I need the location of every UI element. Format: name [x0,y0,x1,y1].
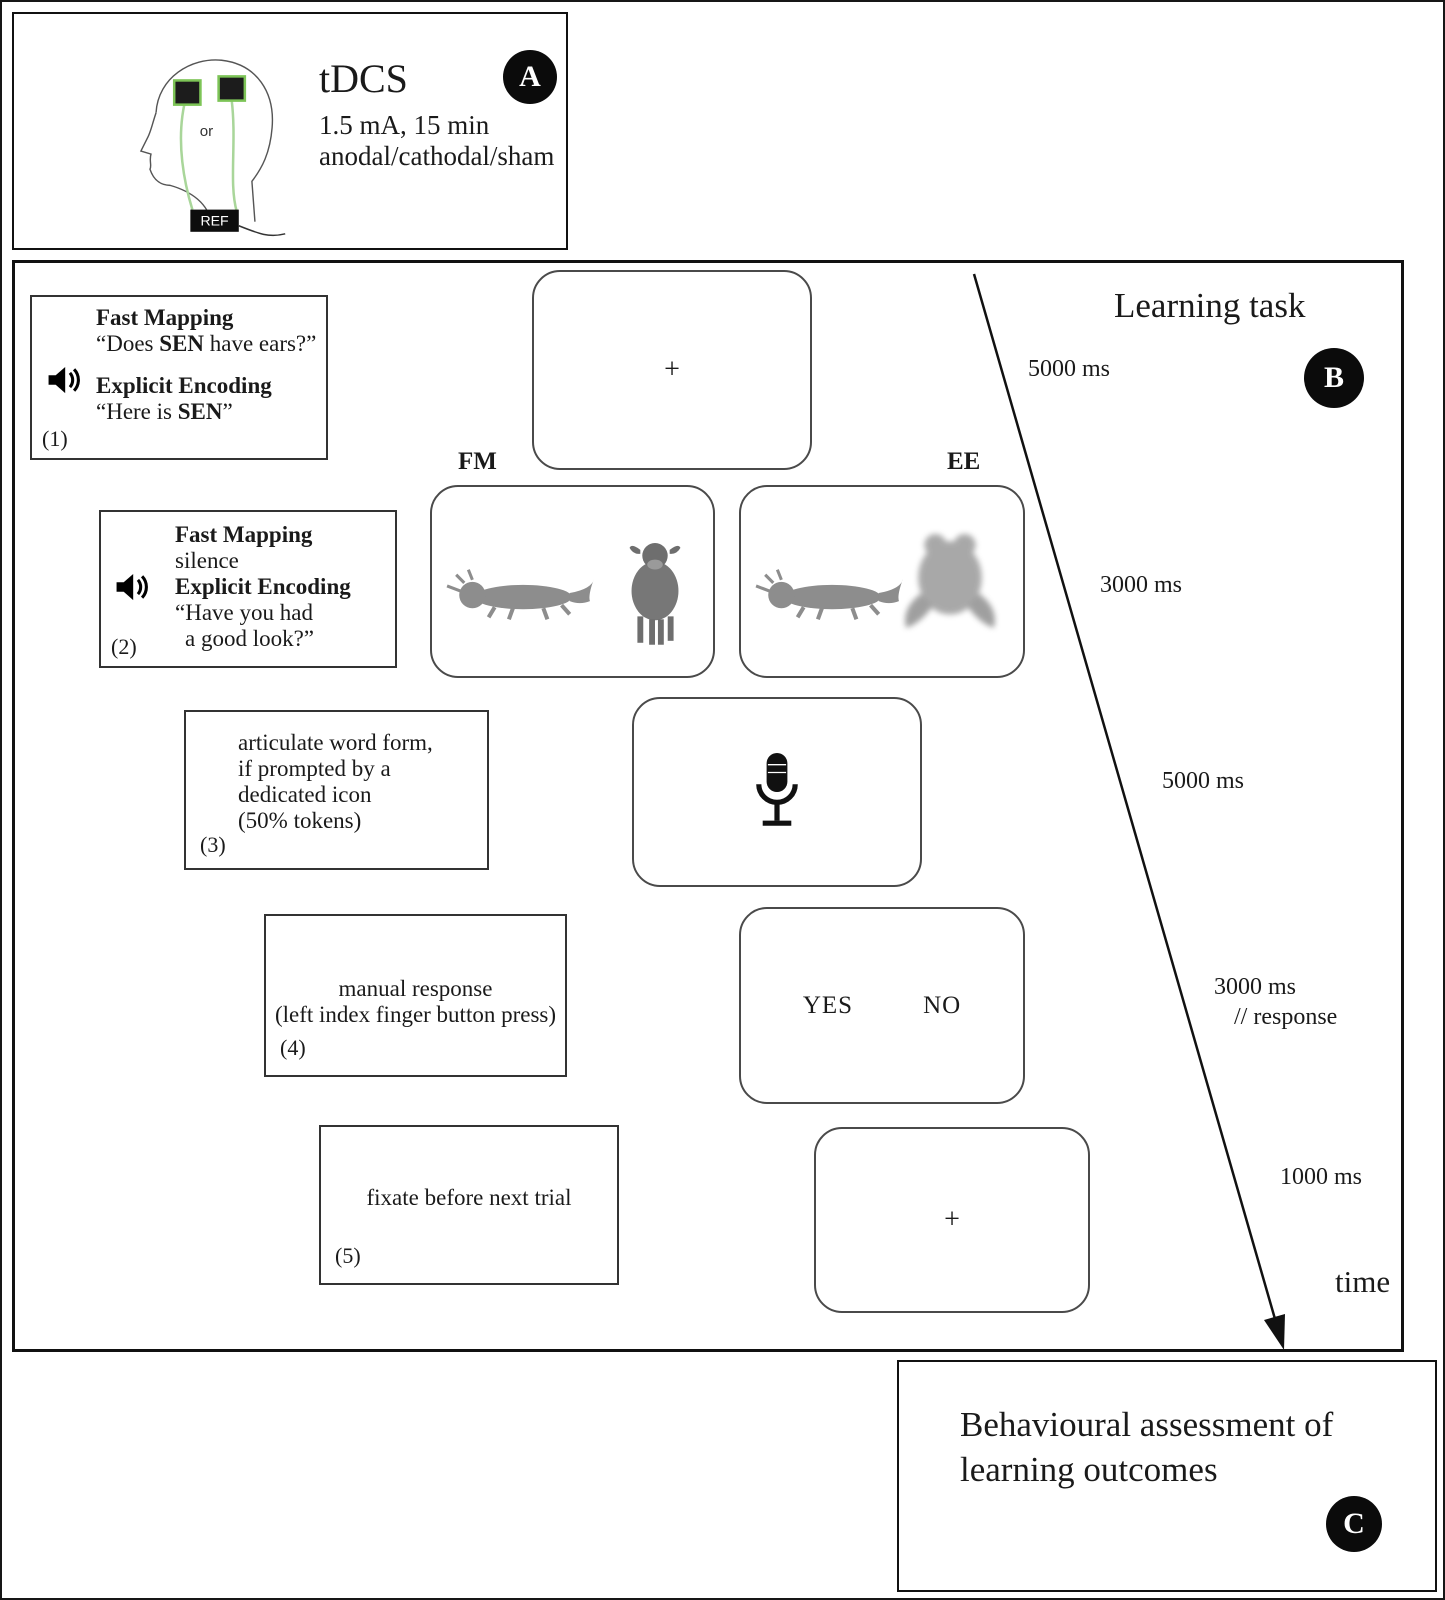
panel-c-behavioural-assessment [897,1360,1437,1592]
fixation-cross: + [664,354,680,385]
speaker-icon [116,573,148,601]
cow-image [629,543,681,645]
timing-stimuli: 3000 ms [1100,572,1183,598]
fm-heading: Fast Mapping [175,522,313,547]
timing-articulation: 5000 ms [1162,768,1245,794]
ref-cable [238,225,286,237]
instruction-box-4: manual response (left index finger butto… [264,914,567,1077]
panel-c-line1: Behavioural assessment of [960,1405,1334,1444]
learning-task-title: Learning task [1114,286,1306,325]
instruction-text: Fast Mapping silence Explicit Encoding “… [175,522,351,652]
or-label: or [200,123,213,140]
panel-c-badge: C [1326,1496,1382,1552]
yes-option: YES [802,991,854,1019]
instruction-box-2: Fast Mapping silence Explicit Encoding “… [99,510,397,668]
instruction-text: manual response (left index finger butto… [274,976,557,1027]
electrode-wire [179,104,194,210]
axolotl-image [755,569,903,621]
instruction-text: Fast Mapping “Does SEN have ears?” Expli… [96,305,316,425]
ee-sentence-line1: “Have you had [175,600,313,625]
instruction-text: articulate word form, if prompted by a d… [238,730,433,833]
screen-fm-stimuli [430,485,715,678]
timing-fixation: 5000 ms [1028,356,1111,382]
condition-label-fm: FM [458,448,497,475]
ee-heading: Explicit Encoding [96,373,272,398]
step-number: (1) [42,426,68,451]
electrode-wire [230,100,238,212]
instruction-box-3: articulate word form, if prompted by a d… [184,710,489,870]
panel-c-line2: learning outcomes [960,1450,1218,1489]
step-number: (3) [200,832,226,857]
fm-heading: Fast Mapping [96,305,234,330]
electrode-right [217,75,247,102]
no-option: NO [923,991,962,1019]
instruction-box-5: fixate before next trial (5) [319,1125,619,1285]
instruction-box-1: Fast Mapping “Does SEN have ears?” Expli… [30,295,328,460]
panel-b-badge: B [1304,348,1364,408]
ref-electrode-box [190,209,239,232]
screen-ee-stimuli [739,485,1025,678]
step-number: (4) [280,1035,306,1060]
frog-image-blurred [905,533,995,628]
tdcs-modes: anodal/cathodal/sham [319,141,555,171]
timing-response: 3000 ms [1214,974,1297,1000]
fixation-cross: + [944,1204,960,1235]
time-axis-label: time [1335,1264,1391,1299]
tdcs-text-block: tDCS 1.5 mA, 15 min anodal/cathodal/sham [319,56,554,172]
timing-response-note: // response [1234,1004,1338,1030]
head-electrode-diagram: or REF [139,59,286,237]
ee-heading: Explicit Encoding [175,574,351,599]
microphone-icon [756,753,798,826]
screen-fixation-2: + [814,1127,1090,1313]
ref-label: REF [200,213,229,229]
ee-sentence: “Here is SEN” [96,399,233,424]
electrode-left [172,79,202,106]
panel-a-tdcs: or REF tDCS 1.5 mA, 15 min anodal/cathod… [12,12,568,250]
panel-c-text: Behavioural assessment of learning outco… [960,1402,1333,1492]
screen-fixation-1: + [532,270,812,470]
condition-label-ee: EE [947,448,981,475]
tdcs-parameters: 1.5 mA, 15 min [319,110,490,140]
tdcs-title: tDCS [319,56,408,101]
step-number: (2) [111,634,137,659]
panel-a-badge: A [503,50,557,104]
speaker-icon [48,366,80,394]
axolotl-image [446,569,594,621]
screen-yes-no-response: YES NO [739,907,1025,1104]
fm-sentence: silence [175,548,239,573]
timing-next-fixation: 1000 ms [1280,1164,1363,1190]
step-number: (5) [335,1243,361,1268]
screen-articulation [632,697,922,887]
fm-sentence: “Does SEN have ears?” [96,331,317,356]
ee-sentence-line2: a good look?” [185,626,315,651]
instruction-text: fixate before next trial [366,1185,572,1210]
